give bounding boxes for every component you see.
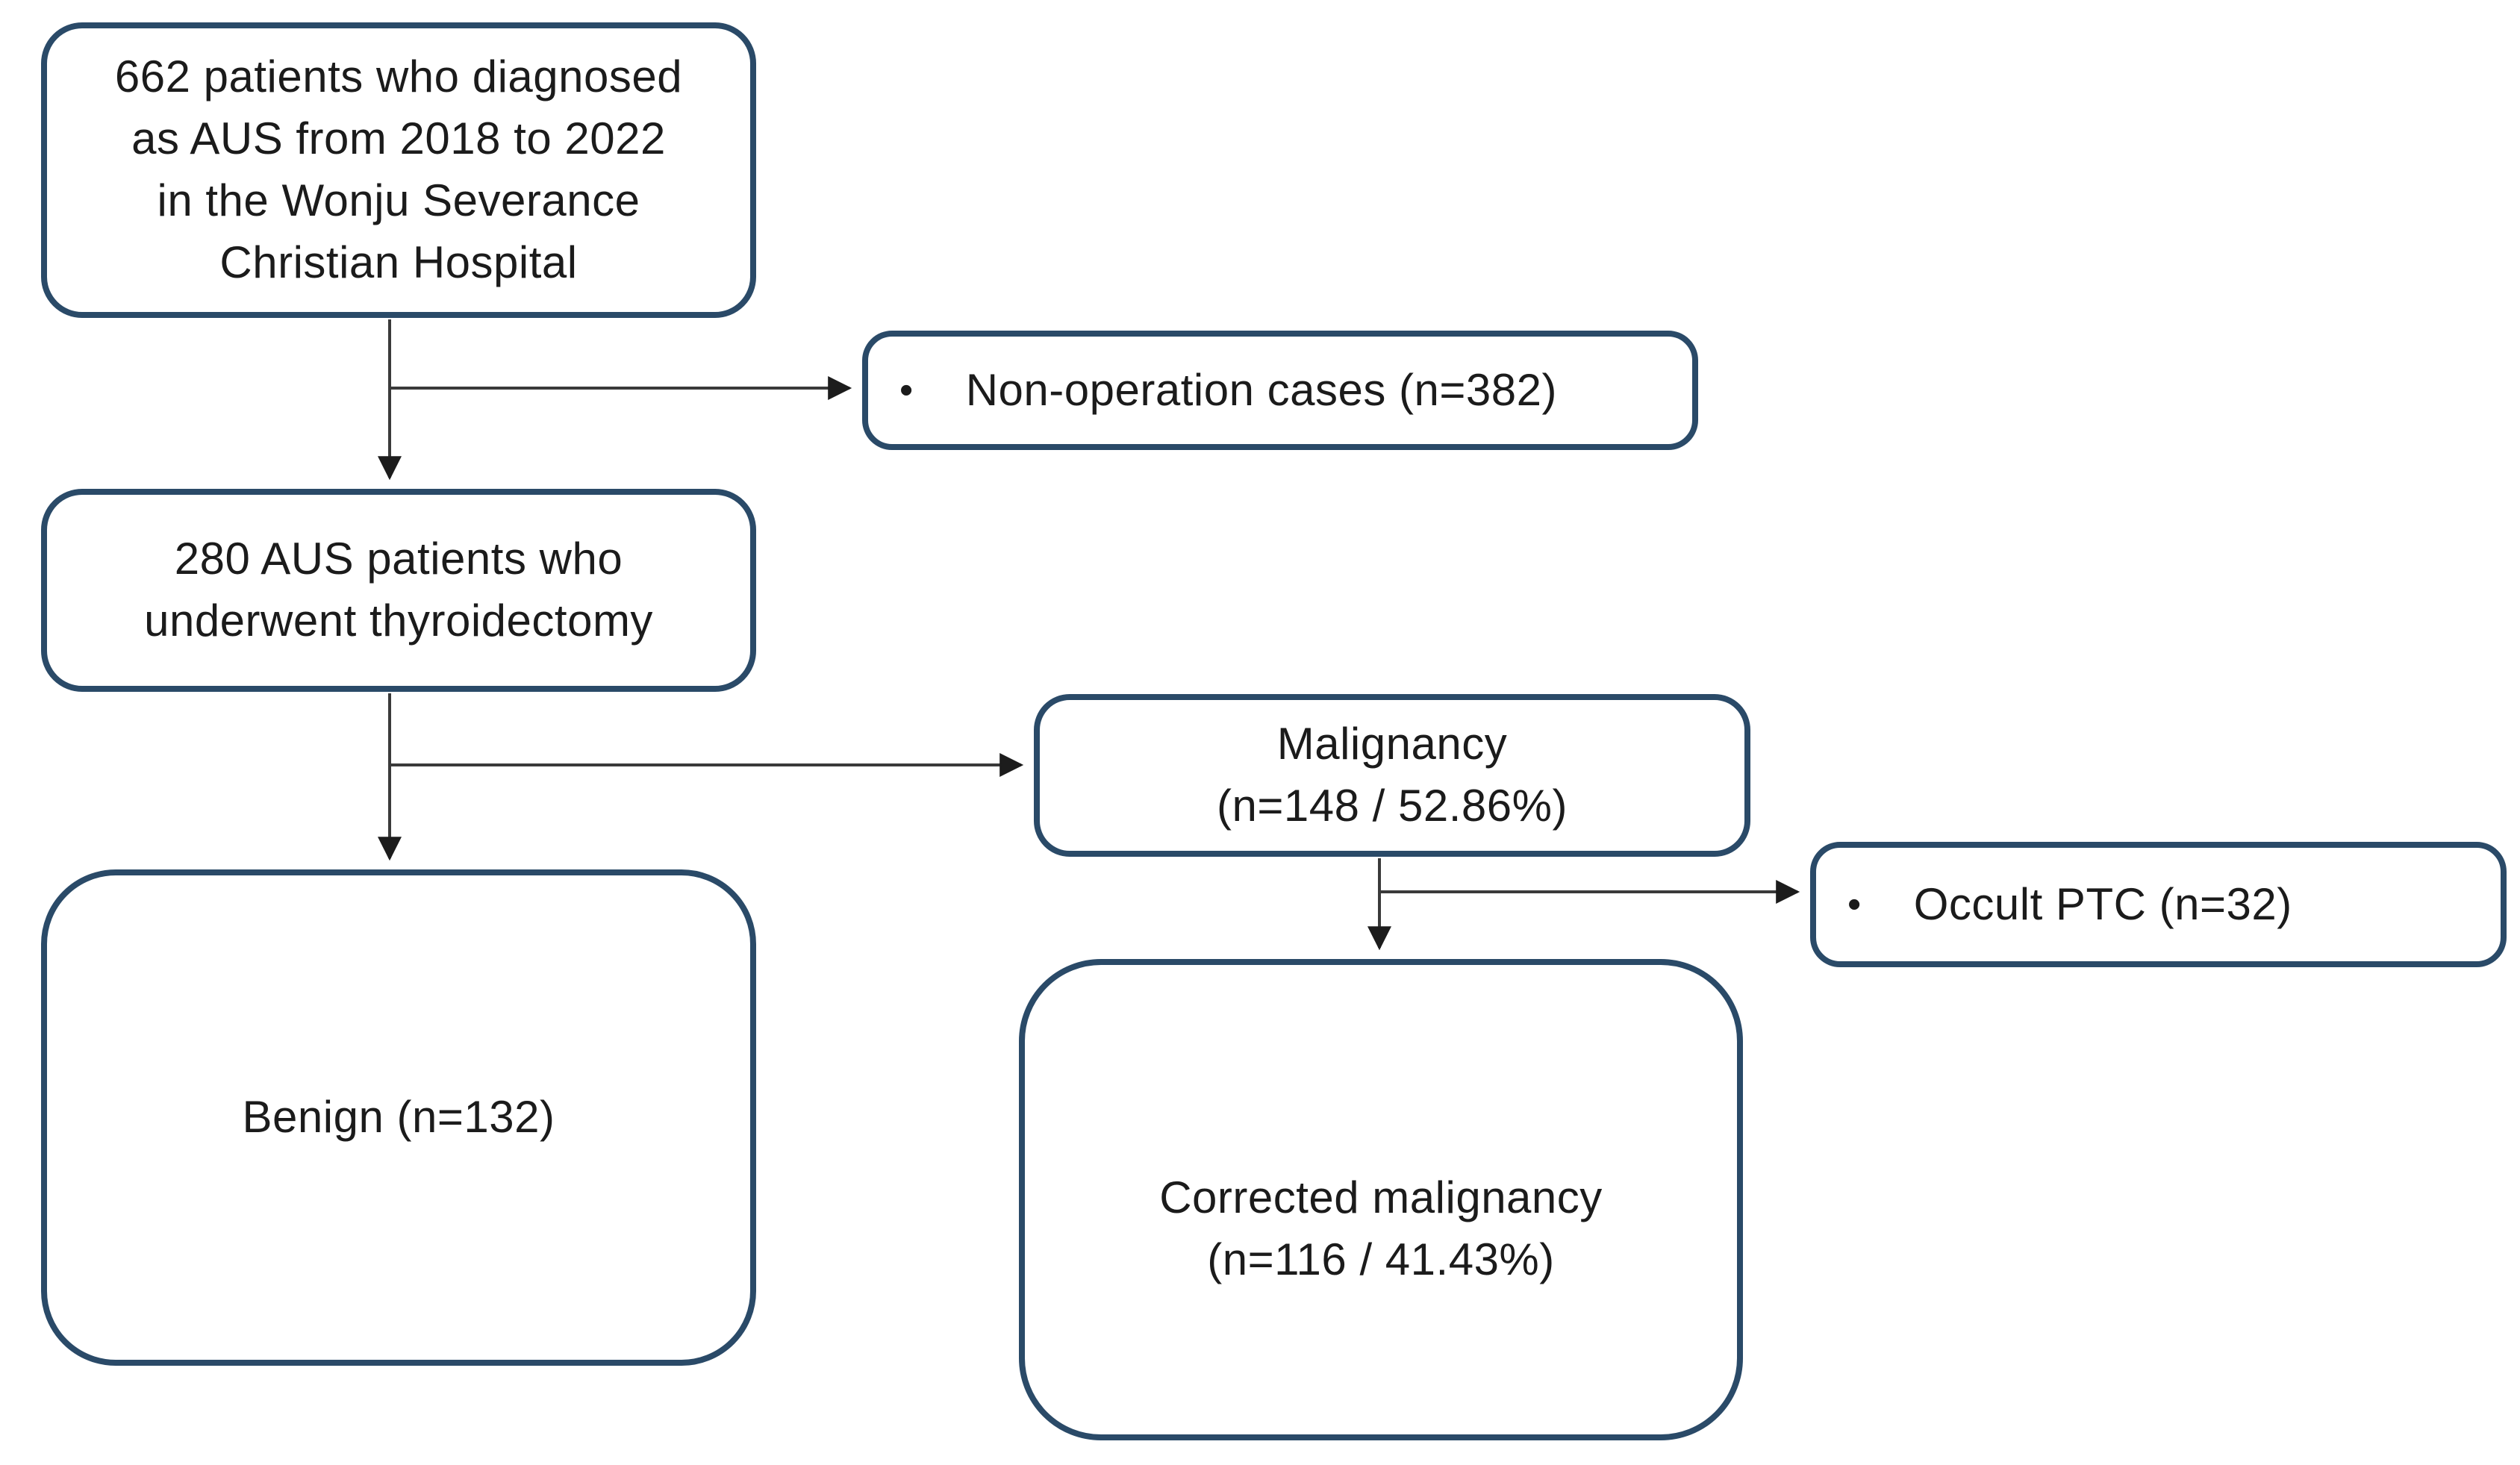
- node-corrected-malignancy-line-2: (n=116 / 41.43%): [1207, 1234, 1555, 1284]
- node-malignancy-line-1: Malignancy: [1276, 719, 1508, 769]
- node-occult-ptc-label: Occult PTC (n=32): [1913, 878, 2292, 929]
- node-non-operation-label: Non-operation cases (n=382): [965, 364, 1558, 415]
- node-diagnosed-line-1: 662 patients who diagnosed: [114, 51, 683, 102]
- node-corrected-malignancy: Corrected malignancy (n=116 / 41.43%): [1019, 959, 1743, 1440]
- node-thyroidectomy-patients: 280 AUS patients who underwent thyroidec…: [41, 489, 756, 692]
- node-occult-ptc: • Occult PTC (n=32): [1810, 842, 2507, 967]
- node-benign: Benign (n=132): [41, 869, 756, 1366]
- bullet-icon: •: [1847, 883, 1862, 926]
- node-malignancy-line-2: (n=148 / 52.86%): [1217, 781, 1568, 831]
- node-diagnosed-line-3: in the Wonju Severance: [157, 175, 640, 225]
- node-diagnosed-line-2: as AUS from 2018 to 2022: [131, 113, 666, 164]
- node-thyroidectomy-line-2: underwent thyroidectomy: [144, 596, 653, 646]
- node-thyroidectomy-line-1: 280 AUS patients who: [174, 534, 623, 584]
- node-diagnosed-line-4: Christian Hospital: [219, 237, 578, 287]
- node-non-operation-cases: • Non-operation cases (n=382): [862, 331, 1698, 450]
- node-diagnosed-patients: 662 patients who diagnosed as AUS from 2…: [41, 22, 756, 318]
- node-malignancy: Malignancy (n=148 / 52.86%): [1034, 694, 1750, 857]
- bullet-icon: •: [899, 369, 914, 412]
- node-benign-label: Benign (n=132): [242, 1092, 555, 1143]
- node-corrected-malignancy-line-1: Corrected malignancy: [1159, 1172, 1603, 1222]
